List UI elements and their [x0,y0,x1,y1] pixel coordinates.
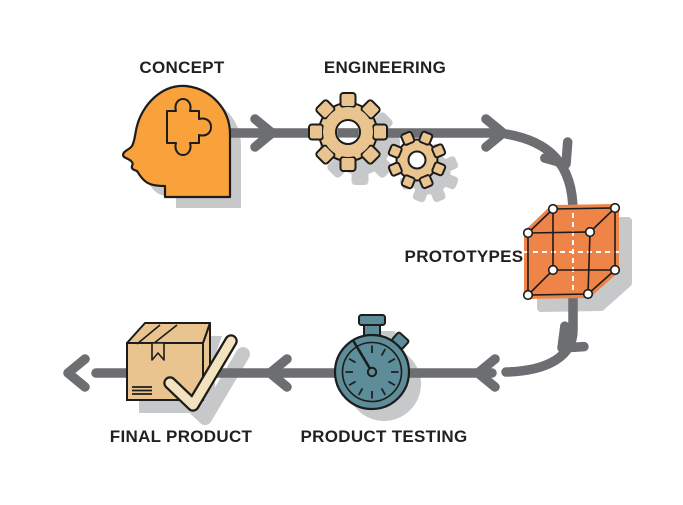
box-top-seams [136,324,178,345]
step-label-product-testing: PRODUCT TESTING [300,427,468,446]
box-label-lines [132,386,152,395]
step-label-prototypes: PROTOTYPES [404,247,524,266]
step-label-engineering: ENGINEERING [323,58,447,77]
arrowhead-left-end [68,359,85,387]
step-label-final-product: FINAL PRODUCT [109,427,253,446]
head-puzzle-icon [121,84,232,199]
step-label-concept: CONCEPT [139,58,225,77]
box-tape-mark [151,342,165,361]
box-top-face [126,322,211,344]
cube-vertex-dots [522,202,621,301]
stopwatch-icon [333,314,411,411]
gears-icon [308,92,447,190]
line-through-gear-hole [337,128,359,138]
box-front-face [126,342,204,401]
wireframe-cube-icon [522,202,621,301]
puzzle-piece-icon [166,98,212,156]
cube-dashed-axes [524,213,620,291]
box-checkmark-icon [126,322,238,412]
checkmark-icon [163,334,238,412]
stopwatch-needle [352,340,374,374]
